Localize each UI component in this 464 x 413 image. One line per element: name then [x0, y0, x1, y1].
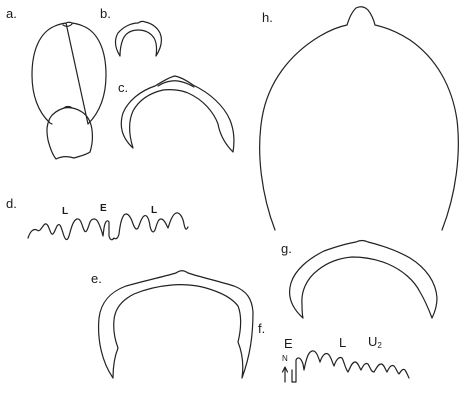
- suture-f-axis-mark: N: [282, 354, 288, 363]
- panel-b-whorl-section: [116, 21, 162, 56]
- panel-h-shell-outline: [260, 7, 459, 230]
- panel-g-drawing: g.: [281, 241, 437, 319]
- suture-d-label-l-left: L: [62, 206, 68, 217]
- panel-h-label: h.: [262, 10, 273, 25]
- panel-e-label: e.: [91, 271, 102, 286]
- panel-f-axis-arrow: [283, 367, 288, 382]
- panel-a-shell-outline: [32, 22, 106, 124]
- suture-f-label-u: U2: [368, 334, 382, 350]
- panel-c-drawing: c.: [118, 76, 234, 152]
- panel-b-label: b.: [100, 6, 111, 21]
- panel-d-label: d.: [6, 196, 17, 211]
- panel-a-drawing: a.: [6, 6, 106, 159]
- panel-b-drawing: b.: [100, 6, 161, 56]
- panel-d-drawing: d. L E L: [6, 196, 188, 240]
- panel-d-suture-line: [28, 213, 188, 240]
- panel-f-suture-line: [292, 351, 409, 382]
- panel-a-cross-section: [47, 108, 92, 159]
- panel-a-label: a.: [6, 6, 17, 21]
- panel-c-whorl-section: [121, 76, 234, 152]
- panel-a-notch: [63, 24, 72, 26]
- panel-e-drawing: e.: [91, 271, 253, 378]
- panel-f-label: f.: [258, 321, 265, 336]
- panel-h-drawing: h.: [260, 7, 459, 230]
- panel-f-drawing: f. E L U2 N: [258, 321, 409, 382]
- panel-g-label: g.: [281, 241, 292, 256]
- suture-f-label-e: E: [284, 336, 293, 351]
- suture-f-label-l: L: [339, 335, 346, 350]
- panel-c-label: c.: [118, 80, 128, 95]
- panel-e-whorl-section: [99, 271, 253, 378]
- panel-g-whorl-section: [290, 241, 437, 319]
- suture-d-label-l-right: L: [151, 205, 157, 216]
- suture-d-label-e: E: [100, 203, 107, 214]
